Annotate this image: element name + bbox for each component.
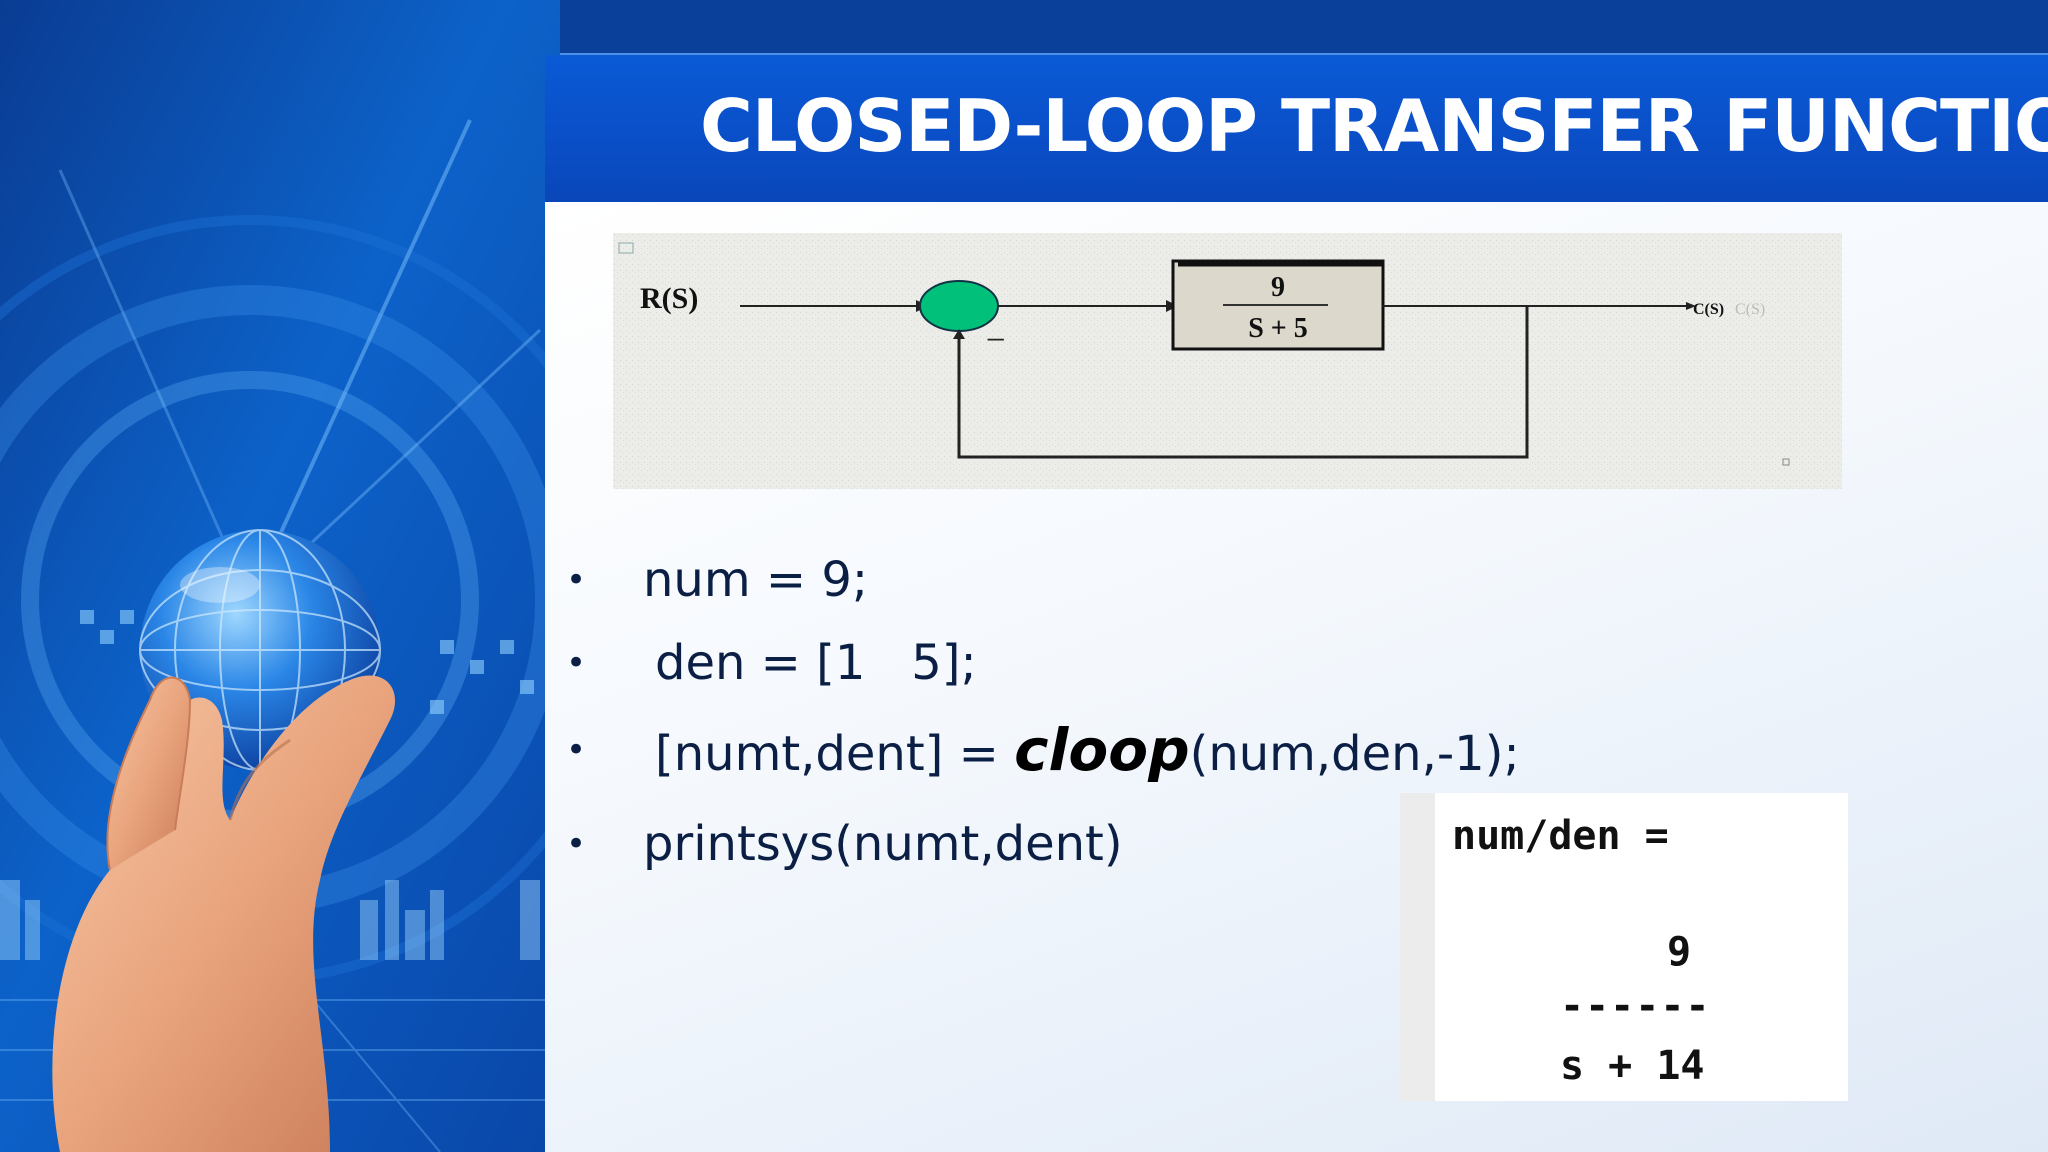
bullet-suffix: (num,den,-1); [1189, 726, 1520, 782]
bullet-dot: • [566, 560, 587, 600]
summing-junction [919, 280, 999, 332]
output-label-ghost: C(S) [1735, 301, 1765, 318]
decorative-globe-hand-illustration [0, 0, 560, 1152]
output-numerator: 9 [1667, 929, 1692, 975]
input-label: R(S) [640, 282, 698, 315]
bullet-text: den = [1 5]; [655, 635, 977, 691]
block-numerator: 9 [1271, 272, 1285, 303]
output-gutter [1400, 793, 1435, 1101]
feedback-path [957, 306, 1529, 459]
bullet-prefix: [numt,dent] = [655, 726, 1015, 782]
output-arrowhead [1686, 302, 1696, 310]
slide-title: CLOSED-LOOP TRANSFER FUNCTION [700, 84, 2048, 168]
bullet-dot: • [566, 824, 587, 864]
bullet-text: printsys(numt,dent) [643, 816, 1123, 872]
cloop-function-name: cloop [1014, 716, 1190, 784]
embed-icon [618, 242, 634, 254]
output-header: num/den = [1452, 813, 1669, 859]
output-divider: ------ [1560, 983, 1711, 1029]
title-bar [545, 55, 2048, 205]
output-denominator: s + 14 [1560, 1043, 1705, 1089]
bullet-dot: • [566, 643, 587, 683]
sum-minus-sign: _ [987, 310, 1004, 341]
feedback-arrowhead [953, 329, 965, 339]
bullet-text: [numt,dent] = cloop(num,den,-1); [655, 716, 1520, 784]
printsys-output: num/den = 9 ------ s + 14 [1400, 793, 1848, 1101]
block-denominator: S + 5 [1248, 313, 1308, 344]
bullet-text: num = 9; [643, 552, 869, 608]
output-label: C(S) [1693, 301, 1724, 318]
bullet-dot: • [566, 730, 587, 770]
block-diagram: R(S) _ 9 S + 5 C(S) C(S) [613, 233, 1842, 489]
